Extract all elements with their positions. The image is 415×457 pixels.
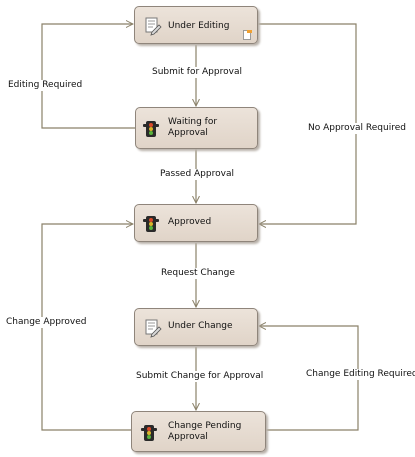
traffic-light-icon — [143, 121, 159, 137]
state-waiting-for-approval[interactable]: Waiting for Approval — [135, 107, 258, 149]
edge-label-submit-change-for-approval: Submit Change for Approval — [134, 371, 266, 382]
edge-label-no-approval-required: No Approval Required — [306, 123, 408, 134]
page-marker-icon — [243, 30, 252, 40]
state-label: Waiting for Approval — [168, 117, 218, 138]
edge-editing-required — [41, 24, 135, 129]
edge-label-change-approved: Change Approved — [4, 317, 89, 328]
edge-label-submit-for-approval: Submit for Approval — [150, 67, 244, 78]
traffic-light-icon — [143, 216, 159, 232]
state-under-change[interactable]: Under Change — [134, 308, 258, 346]
edge-label-passed-approval: Passed Approval — [158, 169, 236, 180]
edge-label-editing-required: Editing Required — [6, 80, 85, 91]
state-label: Approved — [168, 217, 212, 227]
state-label: Change Pending Approval — [168, 421, 242, 442]
traffic-light-icon — [141, 425, 157, 441]
document-edit-icon — [145, 17, 162, 36]
edge-label-change-editing-required: Change Editing Required — [304, 369, 415, 380]
state-label: Under Editing — [168, 21, 230, 31]
document-edit-icon — [145, 319, 162, 338]
state-label: Under Change — [168, 321, 233, 331]
edge-label-request-change: Request Change — [159, 268, 237, 279]
state-under-editing[interactable]: Under Editing — [134, 6, 258, 44]
state-approved[interactable]: Approved — [134, 204, 258, 242]
state-change-pending-approval[interactable]: Change Pending Approval — [131, 411, 266, 452]
